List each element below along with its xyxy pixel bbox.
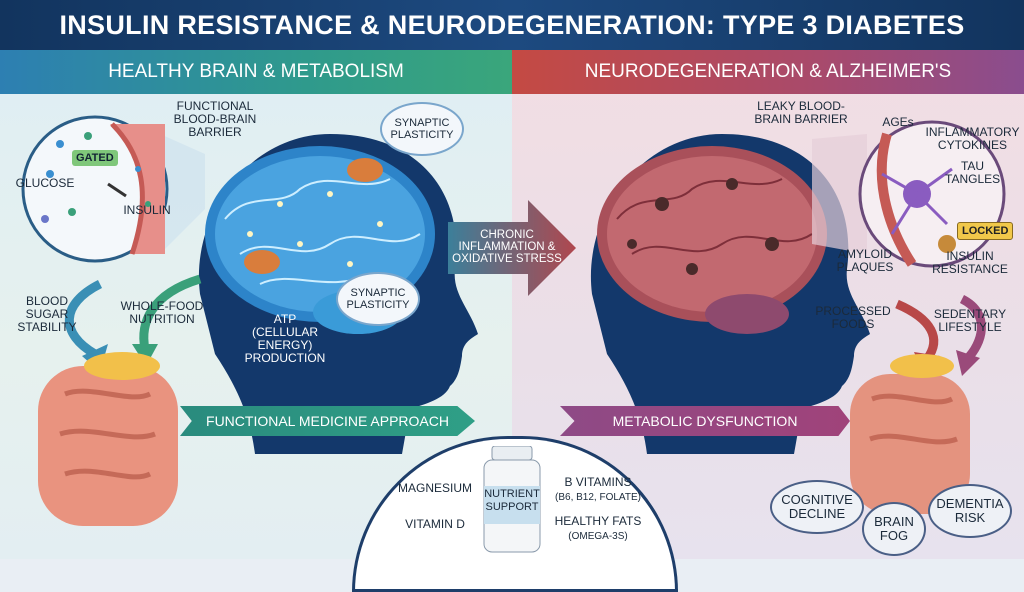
whole-food-label: WHOLE-FOOD NUTRITION	[120, 299, 204, 326]
outcome-dementia-risk: DEMENTIA RISK	[928, 484, 1012, 538]
healthy-fats-label: HEALTHY FATS	[554, 514, 642, 528]
damaged-gut-icon	[850, 354, 970, 514]
synaptic-plasticity-top: SYNAPTIC PLASTICITY	[380, 102, 464, 156]
sedentary-label: SEDENTARY LIFESTYLE	[933, 307, 1007, 334]
atp-label: ATP (CELLULAR ENERGY) PRODUCTION	[244, 312, 326, 365]
tau-label: TAU TANGLES	[945, 159, 1001, 186]
insulin-label: INSULIN	[123, 203, 171, 217]
leaky-bbb-label: LEAKY BLOOD-BRAIN BARRIER	[754, 99, 848, 126]
bbb-magnifier-icon	[21, 115, 205, 263]
metabolic-dysfunction-ribbon: METABOLIC DYSFUNCTION	[560, 406, 850, 436]
cytokines-label: INFLAMMATORY CYTOKINES	[925, 125, 1020, 152]
b-vitamins-label: B VITAMINS	[564, 475, 632, 489]
b-vitamins-detail: (B6, B12, FOLATE)	[555, 492, 641, 503]
ages-label: AGEs	[882, 115, 914, 129]
functional-medicine-ribbon: FUNCTIONAL MEDICINE APPROACH	[180, 406, 475, 436]
bbb-label: FUNCTIONAL BLOOD-BRAIN BARRIER	[173, 99, 257, 139]
supplement-bottle-icon	[483, 446, 541, 553]
blood-sugar-label: BLOOD SUGAR STABILITY	[17, 294, 77, 334]
locked-tag: LOCKED	[957, 222, 1014, 240]
damaged-brain-icon	[597, 146, 827, 334]
vitamin-d-label: VITAMIN D	[405, 517, 465, 531]
disease-header: NEURODEGENERATION & ALZHEIMER'S	[512, 50, 1024, 94]
inflammation-label: CHRONIC INFLAMMATION & OXIDATIVE STRESS	[452, 229, 562, 265]
amyloid-label: AMYLOID PLAQUES	[836, 247, 894, 274]
healthy-fats-detail: (OMEGA-3S)	[568, 531, 628, 542]
synaptic-plasticity-bottom: SYNAPTIC PLASTICITY	[336, 272, 420, 326]
page-title: INSULIN RESISTANCE & NEURODEGENERATION: …	[0, 0, 1024, 50]
insulin-resistance-label: INSULIN RESISTANCE	[932, 249, 1008, 276]
outcome-cognitive-decline: COGNITIVE DECLINE	[770, 480, 864, 534]
outcome-brain-fog: BRAIN FOG	[862, 502, 926, 556]
bottle-label: NUTRIENT SUPPORT	[484, 488, 540, 513]
magnesium-label: MAGNESIUM	[397, 481, 472, 495]
glucose-label: GLUCOSE	[15, 176, 75, 190]
disease-illustration	[590, 120, 1006, 514]
healthy-header: HEALTHY BRAIN & METABOLISM	[0, 50, 512, 94]
processed-foods-label: PROCESSED FOODS	[815, 304, 891, 331]
inflammation-arrow-icon	[448, 200, 576, 296]
healthy-gut-icon	[38, 352, 178, 526]
gated-tag: GATED	[72, 150, 118, 166]
